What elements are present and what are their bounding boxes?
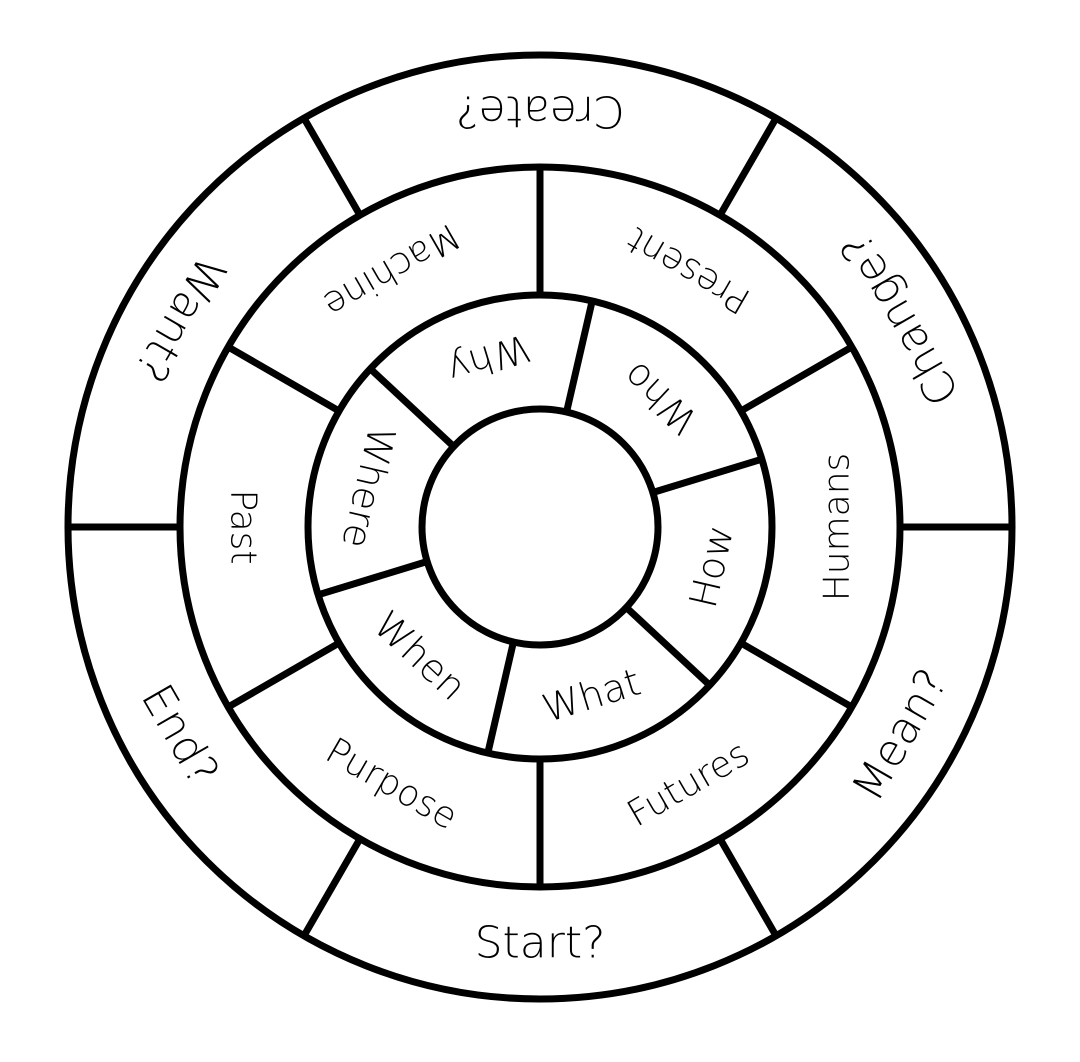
middle-ring-label: Humans <box>817 453 858 602</box>
outer-ring-label: Change? <box>831 224 970 414</box>
middle-ring-label: Present <box>620 218 757 321</box>
inner-ring-label: Why <box>442 325 535 392</box>
middle-ring-divider <box>739 639 854 711</box>
outer-ring-divider <box>300 837 364 938</box>
outer-ring-label: Start? <box>475 918 606 969</box>
inner-ring-label: Where <box>333 422 404 552</box>
inner-ring-divider <box>484 641 517 754</box>
inner-ring-divider <box>651 455 763 496</box>
inner-ring-label: What <box>537 660 645 731</box>
middle-ring-divider <box>226 639 341 711</box>
inner-ring-label: Who <box>614 353 706 443</box>
outer-ring-divider <box>300 116 364 217</box>
outer-ring-label: End? <box>131 676 229 794</box>
middle-ring-divider <box>739 343 854 415</box>
outer-ring-label: Create? <box>455 86 625 137</box>
hub-circle <box>418 405 662 649</box>
inner-ring-divider <box>367 366 457 450</box>
middle-ring-label: Futures <box>620 733 756 835</box>
inner-ring-label: How <box>681 521 743 612</box>
middle-ring-label: Purpose <box>319 730 465 838</box>
outer-ring-divider <box>716 837 780 938</box>
middle-ring-label: Past <box>223 489 264 564</box>
outer-ring-label: Mean? <box>842 660 958 810</box>
outer-ring-divider <box>716 116 780 217</box>
inner-ring-divider <box>317 558 429 599</box>
middle-ring-divider <box>226 343 341 415</box>
inner-ring-divider <box>623 604 713 688</box>
inner-ring-divider <box>563 300 596 413</box>
